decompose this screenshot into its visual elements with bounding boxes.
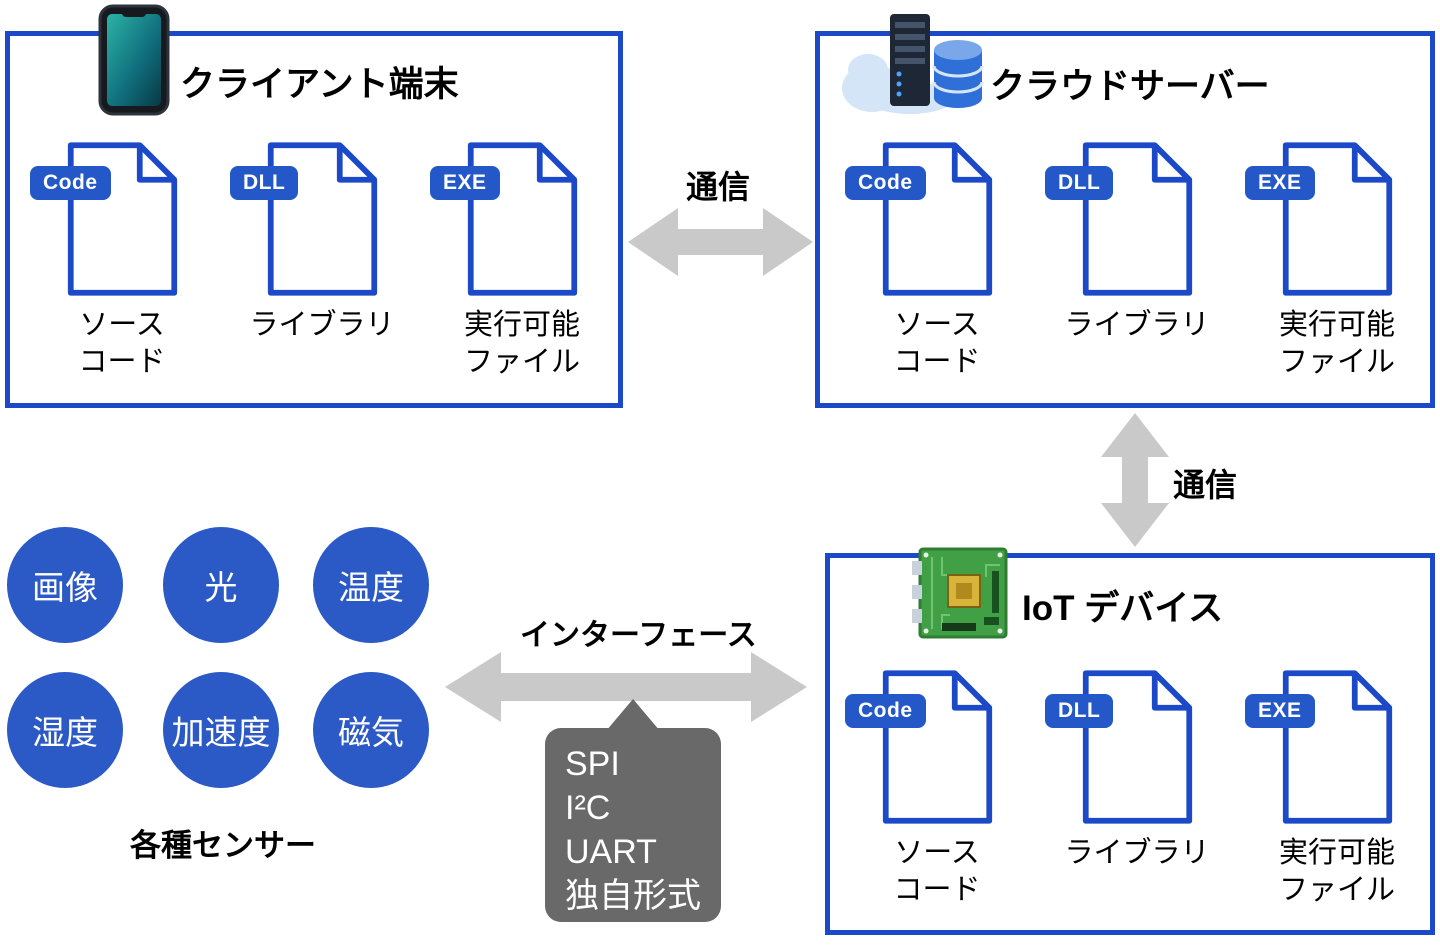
document-icon [882,670,993,824]
file-label: ソース コード [78,309,166,378]
callout-line: SPI [565,745,620,783]
file-badge: Code [30,166,111,200]
client-file-library: DLL ライブラリ [230,140,395,390]
file-badge: EXE [430,166,500,200]
file-label: ソース コード [893,309,981,378]
client-box-title: クライアント端末 [180,65,459,104]
interface-label: インターフェース [520,619,757,652]
file-label: 実行可能 ファイル [463,309,580,378]
communication-label-right: 通信 [1173,467,1238,503]
sensor-circle-humidity: 湿度 [7,672,123,788]
client-file-executable: EXE 実行可能 ファイル [430,140,580,390]
sensor-iot-arrow [445,652,807,722]
document-icon [267,142,378,296]
sensor-circle-image: 画像 [7,527,123,643]
callout-line: I²C [565,789,611,827]
sensor-circle-light: 光 [163,527,279,643]
callout-line: 独自形式 [565,877,701,915]
file-label: ライブラリ [1064,309,1210,341]
circuit-board-icon [912,543,1012,643]
file-label: 実行可能 ファイル [1278,837,1395,906]
document-icon [1082,142,1193,296]
callout-line: UART [565,833,657,871]
sensor-circle-magnetism: 磁気 [313,672,429,788]
document-icon [67,142,178,296]
cloud-file-executable: EXE 実行可能 ファイル [1245,140,1395,390]
iot-file-executable: EXE 実行可能 ファイル [1245,668,1395,918]
cloud-box-title: クラウドサーバー [990,67,1270,106]
communication-label-top: 通信 [686,169,751,205]
cloud-file-source-code: Code ソース コード [845,140,995,390]
cloud-server-icon [838,10,986,116]
iot-box-title: IoT デバイス [1022,589,1224,628]
file-label: ソース コード [893,837,981,906]
file-badge: EXE [1245,694,1315,728]
document-icon [1082,670,1193,824]
iot-file-library: DLL ライブラリ [1045,668,1210,918]
file-label: 実行可能 ファイル [1278,309,1395,378]
file-badge: Code [845,694,926,728]
file-badge: DLL [1045,166,1114,200]
document-icon [467,142,578,296]
file-badge: EXE [1245,166,1315,200]
file-label: ライブラリ [249,309,395,341]
callout-pointer [606,699,660,731]
iot-file-source-code: Code ソース コード [845,668,995,918]
file-badge: DLL [230,166,299,200]
document-icon [1282,142,1393,296]
file-badge: Code [845,166,926,200]
smartphone-icon [98,4,170,116]
sensors-caption: 各種センサー [130,828,316,863]
document-icon [882,142,993,296]
cloud-file-library: DLL ライブラリ [1045,140,1210,390]
sensor-circle-temperature: 温度 [313,527,429,643]
client-file-source-code: Code ソース コード [30,140,180,390]
client-cloud-arrow [628,208,813,276]
file-label: ライブラリ [1064,837,1210,869]
protocol-callout: SPI I²C UART 独自形式 [545,728,721,922]
document-icon [1282,670,1393,824]
cloud-iot-arrow [1101,413,1169,547]
sensor-circle-acceleration: 加速度 [163,672,279,788]
file-badge: DLL [1045,694,1114,728]
